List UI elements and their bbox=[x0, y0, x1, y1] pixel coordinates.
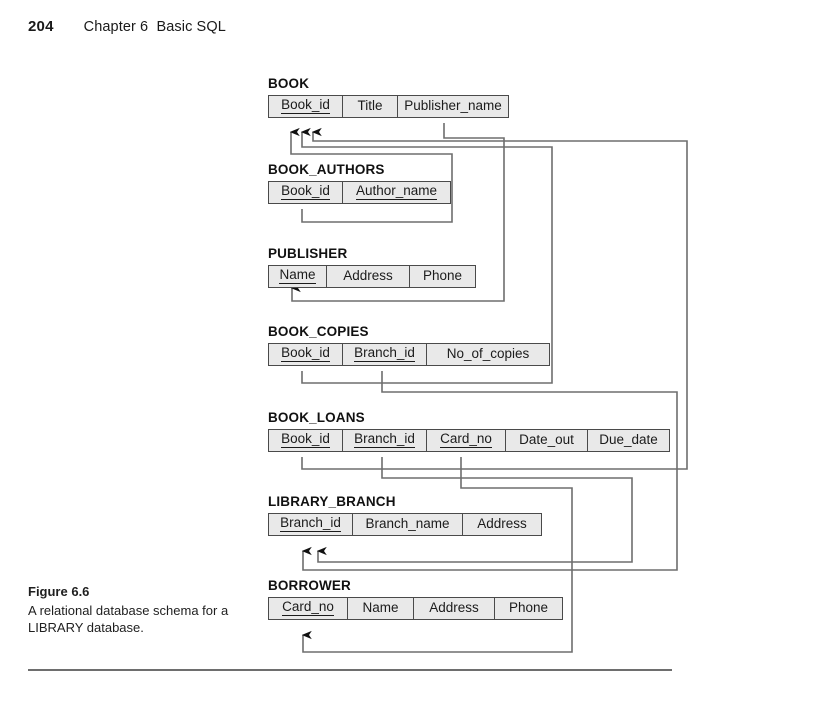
attribute-book_loans-date_out[interactable]: Date_out bbox=[506, 430, 588, 451]
attribute-row-borrower: Card_no Name Address Phone bbox=[268, 597, 563, 620]
attribute-book_copies-book_id[interactable]: Book_id bbox=[269, 344, 343, 365]
chapter-title: Chapter 6 Basic SQL bbox=[83, 19, 226, 35]
attribute-row-book: Book_id Title Publisher_name bbox=[268, 95, 509, 118]
attribute-book_authors-book_id[interactable]: Book_id bbox=[269, 182, 343, 203]
attribute-book_loans-branch_id[interactable]: Branch_id bbox=[343, 430, 427, 451]
attribute-book_loans-book_id[interactable]: Book_id bbox=[269, 430, 343, 451]
fk-book_loans-card_no-to-borrower-card_no bbox=[301, 457, 573, 653]
attribute-library_branch-branch_id[interactable]: Branch_id bbox=[269, 514, 353, 535]
relation-name-book_loans: BOOK_LOANS bbox=[268, 410, 365, 425]
attribute-borrower-address[interactable]: Address bbox=[414, 598, 495, 619]
page-bottom-rule bbox=[28, 669, 672, 671]
relation-borrower: BORROWER Card_no Name Address Phone bbox=[268, 578, 563, 620]
attribute-book-publisher_name[interactable]: Publisher_name bbox=[404, 98, 502, 114]
attribute-book-title[interactable]: Title bbox=[343, 96, 398, 117]
relation-name-borrower: BORROWER bbox=[268, 578, 351, 593]
relation-name-publisher: PUBLISHER bbox=[268, 246, 348, 261]
attribute-row-publisher: Name Address Phone bbox=[268, 265, 476, 288]
attribute-row-library_branch: Branch_id Branch_name Address bbox=[268, 513, 542, 536]
attribute-borrower-name[interactable]: Name bbox=[348, 598, 414, 619]
relation-name-book: BOOK bbox=[268, 76, 310, 91]
figure-caption: Figure 6.6 A relational database schema … bbox=[28, 583, 233, 637]
attribute-book-book_id[interactable]: Book_id bbox=[269, 96, 343, 117]
attribute-book_copies-branch_id[interactable]: Branch_id bbox=[343, 344, 427, 365]
relation-name-book_authors: BOOK_AUTHORS bbox=[268, 162, 385, 177]
attribute-publisher-name[interactable]: Name bbox=[269, 266, 327, 287]
relation-book_copies: BOOK_COPIES Book_id Branch_id No_of_copi… bbox=[268, 324, 550, 366]
relation-library_branch: LIBRARY_BRANCH Branch_id Branch_name Add… bbox=[268, 494, 542, 536]
attribute-row-book_copies: Book_id Branch_id No_of_copies bbox=[268, 343, 550, 366]
attribute-book_loans-due_date[interactable]: Due_date bbox=[599, 432, 658, 448]
attribute-library_branch-branch_name[interactable]: Branch_name bbox=[353, 514, 463, 535]
figure-caption-text: A relational database schema for a LIBRA… bbox=[28, 602, 229, 636]
attribute-book_copies-no_of_copies[interactable]: No_of_copies bbox=[446, 346, 530, 362]
attribute-book_authors-author_name[interactable]: Author_name bbox=[355, 183, 438, 200]
figure-label: Figure 6.6 bbox=[28, 584, 90, 599]
attribute-borrower-card_no[interactable]: Card_no bbox=[269, 598, 348, 619]
relation-publisher: PUBLISHER Name Address Phone bbox=[268, 246, 476, 288]
relation-name-book_copies: BOOK_COPIES bbox=[268, 324, 369, 339]
page-header: 204 Chapter 6 Basic SQL bbox=[28, 18, 226, 35]
attribute-row-book_loans: Book_id Branch_id Card_no Date_out Due_d… bbox=[268, 429, 670, 452]
attribute-book_loans-card_no[interactable]: Card_no bbox=[427, 430, 506, 451]
relation-book_authors: BOOK_AUTHORS Book_id Author_name bbox=[268, 162, 451, 204]
attribute-library_branch-address[interactable]: Address bbox=[477, 516, 527, 532]
relation-name-library_branch: LIBRARY_BRANCH bbox=[268, 494, 396, 509]
fk-book_copies-branch_id-to-library_branch-branch_id bbox=[301, 371, 678, 571]
attribute-publisher-address[interactable]: Address bbox=[327, 266, 410, 287]
attribute-row-book_authors: Book_id Author_name bbox=[268, 181, 451, 204]
page-number: 204 bbox=[28, 18, 54, 35]
attribute-borrower-phone[interactable]: Phone bbox=[508, 600, 549, 616]
relation-book: BOOK Book_id Title Publisher_name bbox=[268, 76, 509, 118]
relation-book_loans: BOOK_LOANS Book_id Branch_id Card_no Dat… bbox=[268, 410, 670, 452]
attribute-publisher-phone[interactable]: Phone bbox=[422, 268, 463, 284]
